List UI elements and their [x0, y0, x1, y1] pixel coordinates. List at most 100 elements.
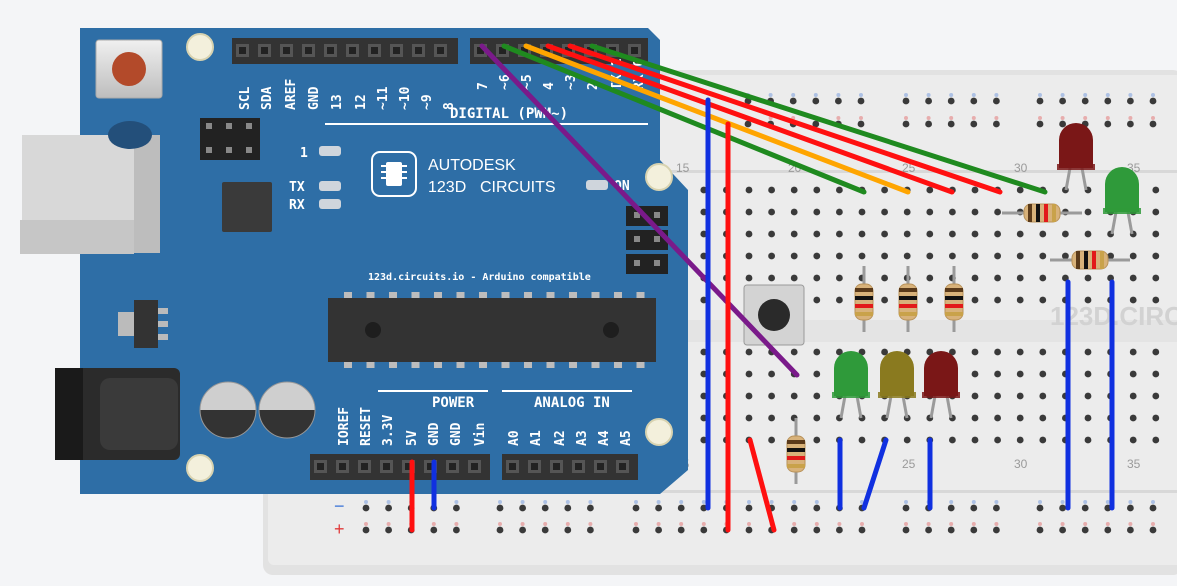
rail-hole[interactable]: [947, 526, 955, 534]
rail-hole[interactable]: [1127, 526, 1134, 534]
rail-hole[interactable]: [587, 504, 594, 512]
breadboard-hole[interactable]: [1152, 348, 1160, 356]
breadboard-hole[interactable]: [813, 274, 821, 282]
breadboard-hole[interactable]: [971, 436, 979, 444]
breadboard-hole[interactable]: [768, 230, 775, 238]
breadboard-hole[interactable]: [1084, 414, 1092, 422]
wire[interactable]: [523, 43, 911, 195]
breadboard-hole[interactable]: [971, 348, 979, 356]
rail-hole[interactable]: [1059, 504, 1066, 512]
rail-hole[interactable]: [496, 526, 504, 534]
breadboard-hole[interactable]: [768, 186, 775, 194]
breadboard-hole[interactable]: [813, 252, 821, 260]
rail-hole[interactable]: [519, 504, 526, 512]
breadboard-hole[interactable]: [745, 348, 753, 356]
rail-hole[interactable]: [496, 504, 504, 512]
led[interactable]: [1057, 123, 1095, 191]
wire[interactable]: [589, 43, 1048, 195]
breadboard-hole[interactable]: [745, 230, 753, 238]
rail-hole[interactable]: [700, 504, 708, 512]
breadboard-hole[interactable]: [836, 348, 843, 356]
wire[interactable]: [479, 43, 800, 378]
breadboard-hole[interactable]: [994, 296, 1001, 304]
breadboard-hole[interactable]: [994, 436, 1001, 444]
rail-hole[interactable]: [519, 526, 526, 534]
breadboard-hole[interactable]: [971, 414, 979, 422]
breadboard-hole[interactable]: [790, 274, 798, 282]
breadboard-hole[interactable]: [1084, 370, 1092, 378]
rail-hole[interactable]: [745, 504, 753, 512]
rail-hole[interactable]: [385, 504, 392, 512]
breadboard-hole[interactable]: [700, 436, 708, 444]
rail-hole[interactable]: [925, 97, 932, 105]
breadboard-hole[interactable]: [1016, 296, 1024, 304]
breadboard-hole[interactable]: [1129, 392, 1137, 400]
breadboard-hole[interactable]: [700, 208, 708, 216]
rail-hole[interactable]: [902, 97, 910, 105]
breadboard-hole[interactable]: [949, 348, 956, 356]
breadboard-hole[interactable]: [926, 252, 934, 260]
rail-hole[interactable]: [541, 526, 549, 534]
led[interactable]: [832, 351, 870, 419]
rail-hole[interactable]: [745, 526, 753, 534]
rail-hole[interactable]: [1059, 526, 1066, 534]
rail-hole[interactable]: [677, 504, 685, 512]
breadboard-hole[interactable]: [994, 252, 1001, 260]
breadboard-hole[interactable]: [1039, 230, 1047, 238]
rail-hole[interactable]: [858, 526, 866, 534]
breadboard-hole[interactable]: [1039, 436, 1047, 444]
breadboard-hole[interactable]: [881, 296, 888, 304]
breadboard-hole[interactable]: [1084, 230, 1092, 238]
breadboard-hole[interactable]: [1039, 414, 1047, 422]
breadboard-hole[interactable]: [790, 348, 798, 356]
breadboard-hole[interactable]: [813, 414, 821, 422]
breadboard-hole[interactable]: [768, 274, 775, 282]
wire[interactable]: [861, 437, 889, 511]
breadboard-hole[interactable]: [926, 186, 934, 194]
rail-hole[interactable]: [655, 504, 662, 512]
breadboard-hole[interactable]: [1084, 274, 1092, 282]
rail-hole[interactable]: [632, 504, 640, 512]
breadboard-hole[interactable]: [1016, 392, 1024, 400]
breadboard-hole[interactable]: [836, 208, 843, 216]
breadboard-hole[interactable]: [1039, 274, 1047, 282]
rail-hole[interactable]: [970, 504, 978, 512]
rail-hole[interactable]: [362, 504, 370, 512]
breadboard-hole[interactable]: [971, 230, 979, 238]
breadboard-hole[interactable]: [926, 274, 934, 282]
breadboard-hole[interactable]: [813, 392, 821, 400]
rail-hole[interactable]: [1036, 120, 1044, 128]
rail-hole[interactable]: [813, 526, 821, 534]
rail-hole[interactable]: [947, 120, 955, 128]
breadboard-hole[interactable]: [1039, 392, 1047, 400]
breadboard-hole[interactable]: [903, 436, 911, 444]
led[interactable]: [878, 351, 916, 419]
breadboard-hole[interactable]: [994, 370, 1001, 378]
breadboard-hole[interactable]: [768, 208, 775, 216]
rail-hole[interactable]: [1036, 97, 1044, 105]
breadboard-hole[interactable]: [994, 348, 1001, 356]
breadboard-hole[interactable]: [1039, 348, 1047, 356]
breadboard-hole[interactable]: [881, 186, 888, 194]
resistor[interactable]: [944, 266, 964, 332]
breadboard-hole[interactable]: [768, 436, 775, 444]
breadboard-hole[interactable]: [1129, 252, 1137, 260]
breadboard-hole[interactable]: [926, 296, 934, 304]
breadboard-hole[interactable]: [768, 414, 775, 422]
breadboard-hole[interactable]: [903, 230, 911, 238]
breadboard-hole[interactable]: [971, 186, 979, 194]
breadboard-hole[interactable]: [1039, 370, 1047, 378]
breadboard-hole[interactable]: [813, 370, 821, 378]
pushbutton[interactable]: [743, 284, 805, 346]
breadboard-hole[interactable]: [1152, 230, 1160, 238]
wires[interactable]: [409, 43, 1115, 533]
breadboard-hole[interactable]: [1152, 392, 1160, 400]
rail-hole[interactable]: [812, 120, 820, 128]
rail-hole[interactable]: [857, 97, 865, 105]
rail-hole[interactable]: [813, 504, 821, 512]
power-header[interactable]: [310, 454, 490, 480]
breadboard-hole[interactable]: [949, 230, 956, 238]
rail-hole[interactable]: [453, 504, 460, 512]
